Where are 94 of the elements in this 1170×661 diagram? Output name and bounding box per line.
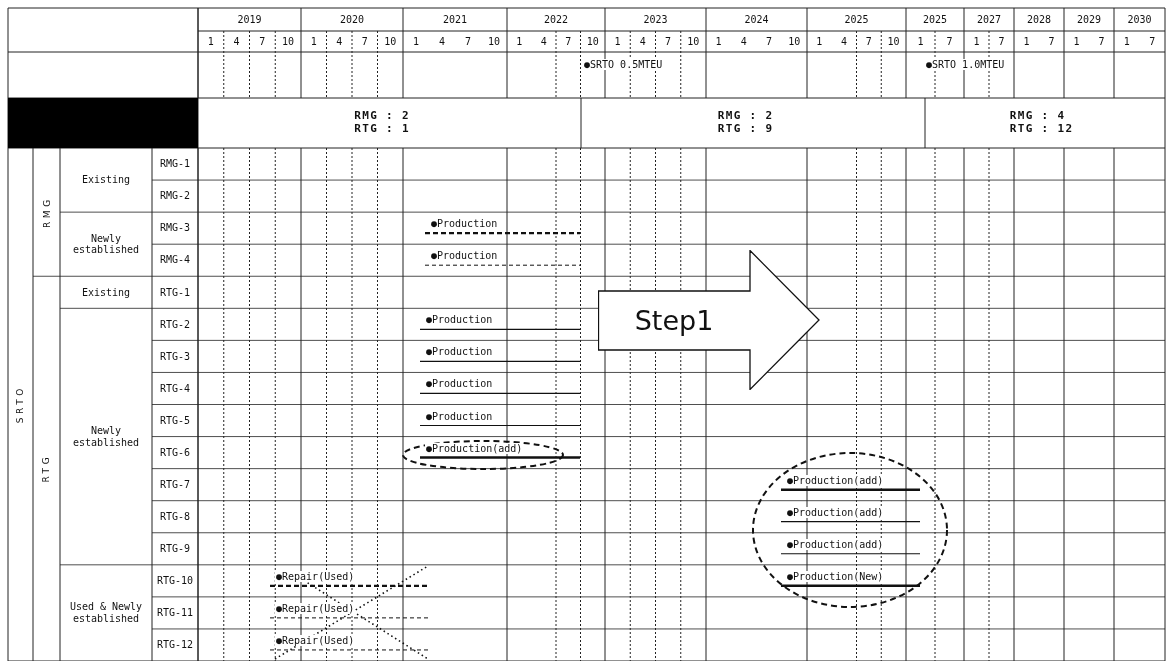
month-label: 7 [259, 35, 266, 48]
month-label: 7 [998, 35, 1005, 48]
year-label: 2030 [1127, 13, 1152, 26]
category-label: Used & Newly established [68, 601, 144, 625]
month-label: 7 [565, 35, 572, 48]
schedule-label: ●Production(add) [786, 474, 885, 486]
month-label: 10 [687, 35, 700, 48]
month-label: 7 [665, 35, 672, 48]
unit-label: RTG-3 [159, 350, 191, 363]
unit-label: RTG-6 [159, 446, 191, 459]
category-label: Newly established [71, 425, 141, 449]
schedule-label: ●Production [425, 378, 494, 390]
group-label: RMG [41, 196, 52, 228]
milestone-label: ●SRTO 0.5MTEU [583, 59, 664, 70]
month-label: 4 [740, 35, 747, 48]
month-label: 1 [715, 35, 722, 48]
year-label: 2025 [844, 13, 869, 26]
month-label: 10 [282, 35, 295, 48]
group-label: RTG [41, 454, 52, 484]
arrow-label: Step1 [634, 305, 714, 336]
unit-label: RTG-12 [156, 639, 194, 651]
unit-label: RTG-9 [159, 543, 191, 555]
month-label: 1 [1123, 35, 1130, 48]
unit-label: RMG-3 [159, 222, 191, 234]
month-label: 4 [439, 35, 445, 48]
month-label: 4 [336, 35, 343, 48]
month-label: 7 [361, 35, 368, 48]
month-label: 10 [887, 35, 900, 48]
month-label: 4 [639, 35, 646, 48]
month-label: 7 [946, 35, 953, 48]
year-label: 2020 [339, 13, 365, 26]
schedule-label: ●Repair(Used) [275, 634, 356, 646]
schedule-label: ●Production [425, 410, 494, 422]
schedule-label: ●Production(add) [786, 538, 885, 550]
month-label: 1 [1023, 35, 1030, 48]
year-label: 2023 [643, 13, 668, 26]
category-label: Existing [81, 286, 131, 299]
month-label: 10 [586, 35, 599, 48]
month-label: 1 [207, 35, 214, 48]
unit-label: RTG-5 [159, 414, 191, 427]
unit-label: RMG-1 [159, 158, 191, 170]
year-label: 2029 [1076, 13, 1102, 26]
month-label: 4 [540, 35, 547, 48]
month-label: 7 [465, 35, 471, 48]
month-label: 7 [1098, 35, 1105, 48]
unit-label: RTG-11 [156, 607, 194, 619]
month-label: 7 [1048, 35, 1055, 48]
year-label: 2024 [744, 13, 769, 26]
year-label: 2025 [922, 13, 948, 26]
schedule-label: ●Production(add) [786, 506, 885, 518]
year-label: 2022 [543, 13, 569, 26]
category-label: Existing [81, 174, 131, 186]
schedule-label: ●Production(New) [786, 570, 885, 582]
category-label: Newly established [71, 232, 141, 256]
month-label: 7 [1149, 35, 1156, 48]
unit-label: RTG-1 [159, 286, 191, 299]
unit-label: RTG-4 [159, 382, 191, 395]
month-label: 1 [310, 35, 317, 48]
month-label: 10 [487, 35, 500, 48]
month-label: 1 [614, 35, 621, 48]
schedule-label: ●Repair(Used) [275, 602, 356, 614]
year-label: 2021 [442, 13, 468, 26]
year-label: 2019 [237, 13, 262, 26]
month-label: 10 [384, 35, 397, 48]
year-label: 2027 [976, 13, 1002, 26]
capacity-label: RMG : 2 RTG : 1 [354, 110, 411, 136]
capacity-label: RMG : 4 RTG : 12 [1009, 110, 1075, 136]
month-label: 1 [816, 35, 823, 48]
group-label: SRTO [15, 385, 26, 424]
capacity-label: RMG : 2 RTG : 9 [717, 110, 775, 136]
unit-label: RTG-8 [159, 510, 191, 523]
unit-label: RMG-4 [159, 254, 191, 266]
month-label: 1 [516, 35, 523, 48]
month-label: 4 [841, 35, 848, 48]
schedule-label: ●Production [425, 314, 494, 326]
unit-label: RTG-7 [159, 478, 191, 491]
month-label: 1 [413, 35, 419, 48]
schedule-label: ●Repair(Used) [275, 570, 356, 582]
month-label: 4 [233, 35, 240, 48]
month-label: 10 [788, 35, 801, 48]
schedule-label: ●Production [425, 346, 494, 358]
unit-label: RTG-2 [159, 318, 191, 331]
month-label: 7 [865, 35, 872, 48]
month-label: 1 [917, 35, 924, 48]
schedule-label: ●Production [430, 250, 499, 262]
month-label: 1 [973, 35, 980, 48]
year-label: 2028 [1026, 13, 1052, 26]
milestone-label: ●SRTO 1.0MTEU [925, 59, 1006, 70]
schedule-label: ●Production [430, 218, 499, 230]
month-label: 7 [766, 35, 773, 48]
unit-label: RMG-2 [159, 190, 191, 202]
schedule-label: ●Production(add) [425, 442, 524, 454]
month-label: 1 [1073, 35, 1080, 48]
unit-label: RTG-10 [156, 575, 194, 587]
